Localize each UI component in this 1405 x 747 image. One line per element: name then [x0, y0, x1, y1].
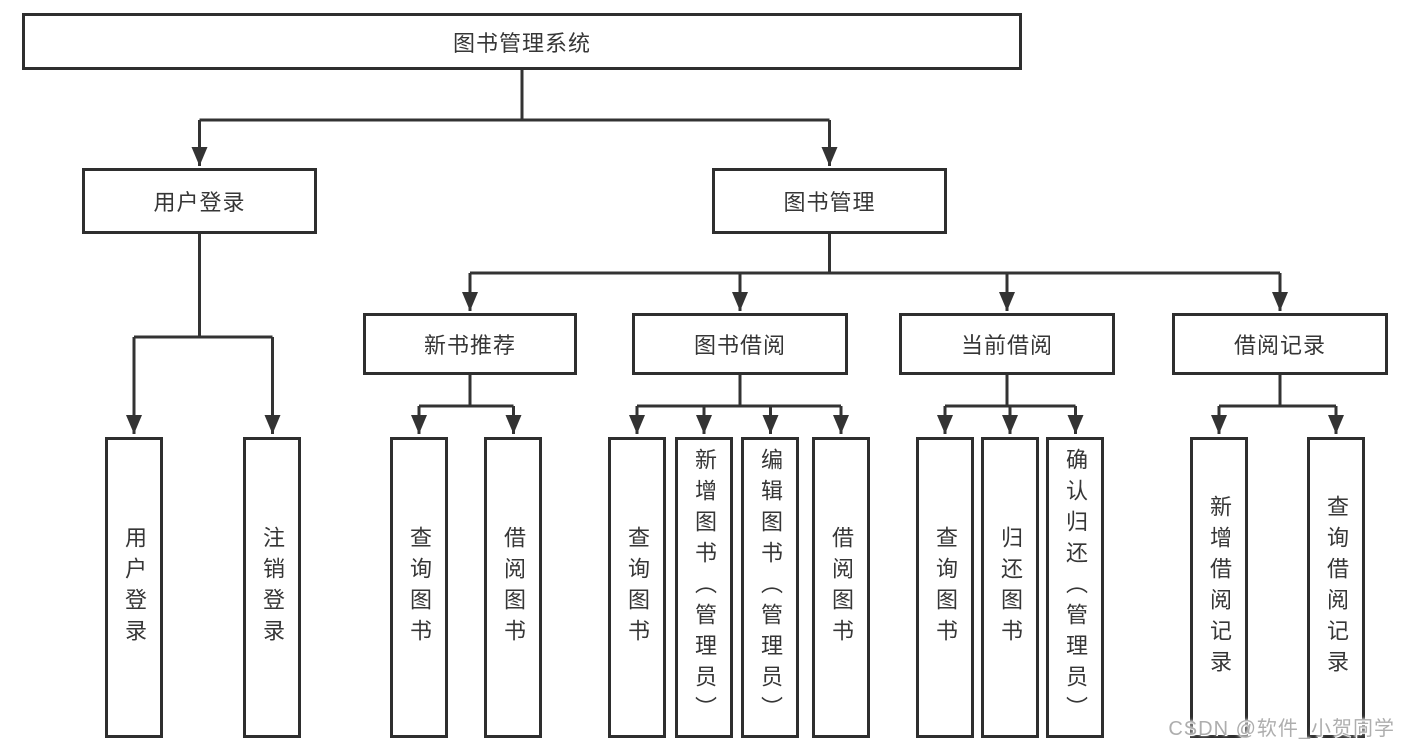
node-book-borrow: 图书借阅	[632, 313, 848, 375]
node-label: 借阅图书	[829, 525, 854, 650]
node-book-management: 图书管理	[712, 168, 947, 234]
node-leaf-add-borrow-record: 新增借阅记录	[1190, 437, 1248, 738]
node-leaf-query-books-3: 查询图书	[916, 437, 974, 738]
node-label: 查询图书	[933, 525, 958, 650]
node-leaf-borrow-books-2: 借阅图书	[812, 437, 870, 738]
node-label: 用户登录	[122, 525, 147, 650]
node-label: 确认归还（管理员）	[1063, 448, 1088, 727]
node-leaf-query-borrow-record: 查询借阅记录	[1307, 437, 1365, 738]
node-label: 查询图书	[407, 525, 432, 650]
node-library-system: 图书管理系统	[22, 13, 1022, 70]
node-user-login: 用户登录	[82, 168, 317, 234]
node-label: 归还图书	[998, 525, 1023, 650]
node-leaf-user-login: 用户登录	[105, 437, 163, 738]
node-leaf-logout: 注销登录	[243, 437, 301, 738]
node-current-borrow: 当前借阅	[899, 313, 1115, 375]
node-leaf-query-books-1: 查询图书	[390, 437, 448, 738]
node-label: 编辑图书（管理员）	[758, 448, 783, 727]
node-leaf-add-book-admin: 新增图书（管理员）	[675, 437, 733, 738]
node-leaf-return-book: 归还图书	[981, 437, 1039, 738]
node-label: 新增图书（管理员）	[692, 448, 717, 727]
node-leaf-edit-book-admin: 编辑图书（管理员）	[741, 437, 799, 738]
node-label: 注销登录	[260, 525, 285, 650]
node-label: 新增借阅记录	[1207, 494, 1232, 681]
node-leaf-borrow-books-1: 借阅图书	[484, 437, 542, 738]
node-new-book-recommend: 新书推荐	[363, 313, 577, 375]
node-borrow-records: 借阅记录	[1172, 313, 1388, 375]
node-leaf-query-books-2: 查询图书	[608, 437, 666, 738]
csdn-watermark: CSDN @软件_小贺同学	[1168, 718, 1395, 740]
node-label: 查询图书	[625, 525, 650, 650]
node-leaf-confirm-return-admin: 确认归还（管理员）	[1046, 437, 1104, 738]
node-label: 查询借阅记录	[1324, 494, 1349, 681]
node-label: 借阅图书	[501, 525, 526, 650]
